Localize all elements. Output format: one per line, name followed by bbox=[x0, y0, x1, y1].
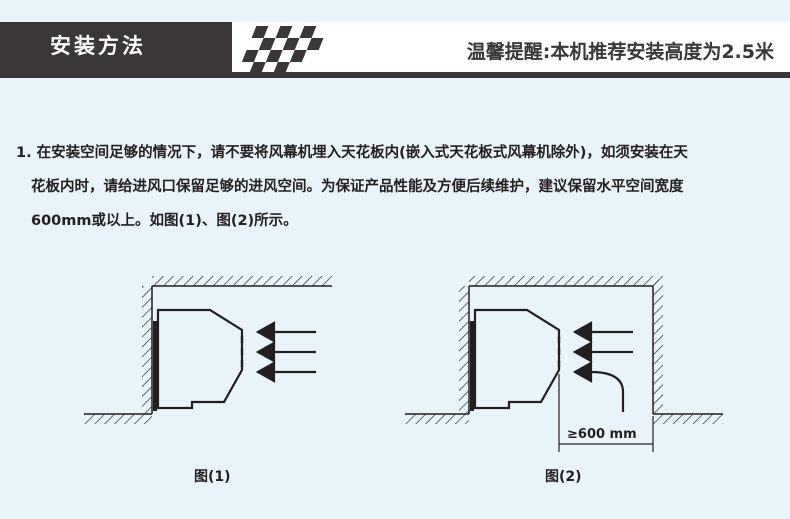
header-underline bbox=[232, 72, 790, 78]
air-curtain-unit-2 bbox=[473, 308, 561, 410]
installation-height-tip: 温馨提醒:本机推荐安装高度为2.5米 bbox=[466, 41, 774, 63]
instruction-line-3: 600mm或以上。如图(1)、图(2)所示。 bbox=[31, 213, 298, 229]
intake-arrows-2 bbox=[572, 321, 633, 412]
instruction-line-1: 1. 在安装空间足够的情况下，请不要将风幕机埋入天花板内(嵌入式天花板式风幕机除… bbox=[16, 145, 688, 161]
section-title-block bbox=[0, 22, 232, 78]
figure-2-caption: 图(2) bbox=[545, 469, 582, 485]
instruction-line-2: 花板内时，请给进风口保留足够的进风空间。为保证产品性能及方便后续维护，建议保留水… bbox=[31, 179, 684, 195]
clearance-label: ≥600 mm bbox=[567, 427, 637, 442]
figure-1-caption: 图(1) bbox=[194, 469, 231, 485]
checkered-flag-decoration bbox=[241, 26, 324, 74]
intake-arrows-1 bbox=[255, 321, 316, 383]
figure-1-diagram bbox=[84, 276, 332, 424]
figure-2-diagram: ≥600 mm bbox=[405, 276, 723, 452]
instruction-paragraph: 1. 在安装空间足够的情况下，请不要将风幕机埋入天花板内(嵌入式天花板式风幕机除… bbox=[16, 136, 776, 238]
clearance-dimension bbox=[558, 374, 654, 452]
section-title: 安装方法 bbox=[50, 34, 146, 58]
air-curtain-unit-1 bbox=[156, 308, 244, 410]
